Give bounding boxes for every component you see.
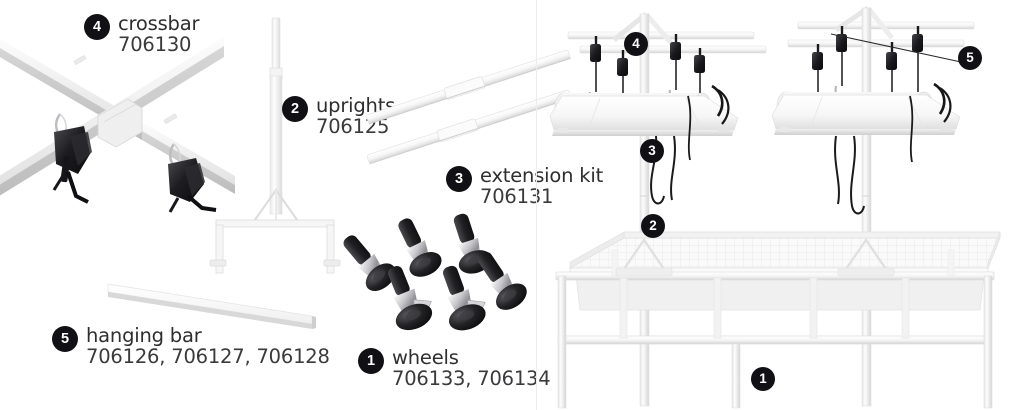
extension-tubes-icon — [366, 49, 572, 165]
assembly-badge-3: 3 — [640, 139, 664, 163]
badge-5: 5 — [52, 326, 78, 352]
assembled-rack-panel: 4 5 3 2 1 — [536, 0, 1024, 410]
assembly-badge-1: 1 — [751, 367, 775, 391]
assembly-badge-5: 5 — [958, 46, 982, 70]
part-number-extension-kit: 706131 — [480, 185, 554, 209]
callout-crossbar: 4 crossbar 706130 — [84, 12, 200, 57]
assembly-badge-4: 4 — [624, 32, 648, 56]
callout-wheels: 1 wheels 706133, 706134 — [358, 346, 551, 391]
callout-extension-kit: 3 extension kit 706131 — [446, 164, 604, 209]
part-name-crossbar: crossbar — [118, 12, 200, 35]
part-number-crossbar: 706130 — [118, 33, 192, 57]
rack-assembly-illustration — [549, 5, 1001, 409]
callout-uprights: 2 uprights 706125 — [282, 94, 396, 138]
badge-1: 1 — [358, 348, 384, 374]
rolling-tray-table — [555, 231, 1001, 409]
light-station-right — [771, 5, 975, 407]
part-name-wheels: wheels — [392, 346, 459, 369]
leader-line-hanging-bar — [830, 33, 962, 63]
badge-4: 4 — [84, 14, 110, 40]
badge-3: 3 — [446, 166, 472, 192]
crossbar-x-assembly-icon — [0, 37, 235, 213]
part-number-hanging-bar: 706126, 706127, 706128 — [86, 345, 330, 369]
part-name-extension-kit: extension kit — [480, 164, 604, 187]
caster-wheels-icon — [343, 213, 527, 331]
upright-pole-icon — [209, 17, 341, 274]
part-number-wheels: 706133, 706134 — [392, 367, 551, 391]
part-name-hanging-bar: hanging bar — [86, 324, 202, 347]
badge-2: 2 — [282, 96, 308, 122]
callout-hanging-bar: 5 hanging bar 706126, 706127, 706128 — [52, 324, 330, 369]
assembly-badge-2: 2 — [641, 214, 665, 238]
exploded-parts-panel: 4 crossbar 706130 — [0, 12, 603, 390]
part-name-uprights: uprights — [316, 94, 396, 117]
hanging-bar-icon — [107, 283, 316, 329]
panel-divider — [536, 0, 537, 410]
